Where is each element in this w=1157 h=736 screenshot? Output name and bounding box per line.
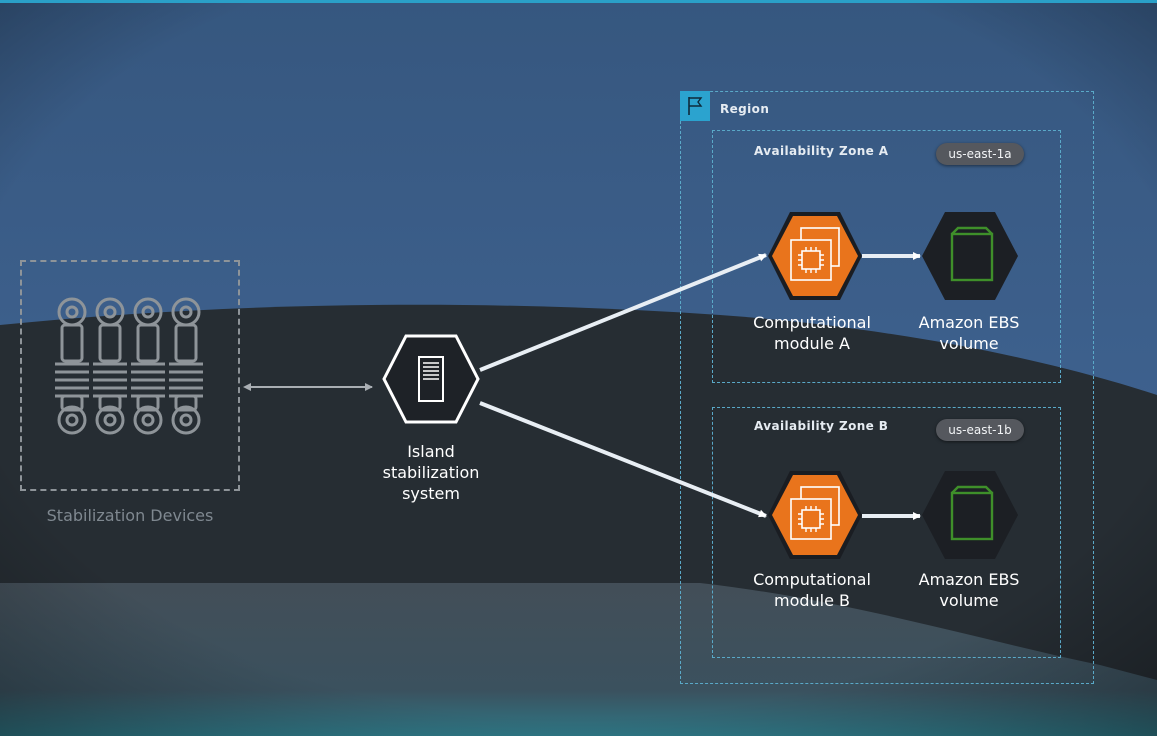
ebs-volume-icon — [922, 212, 1018, 300]
stabilizer-devices-icon — [55, 297, 205, 435]
stabilization-devices-label: Stabilization Devices — [46, 506, 214, 525]
zone-b-badge: us-east-1b — [936, 419, 1024, 441]
module-b-label: Computational module B — [753, 570, 871, 610]
system-label: Island stabilization system — [382, 442, 480, 503]
region-boundary — [680, 91, 1094, 684]
region-title: Region — [720, 102, 770, 116]
stabilization-devices-group — [20, 260, 240, 491]
system-to-module-b-arrow — [479, 401, 767, 518]
system-to-module-a-arrow — [479, 253, 767, 372]
zone-a-title: Availability Zone A — [754, 144, 889, 158]
zone-b-title: Availability Zone B — [754, 419, 889, 433]
ebs-a-label: Amazon EBS volume — [918, 313, 1020, 353]
module-a-label: Computational module A — [753, 313, 871, 353]
ebs-volume-icon — [922, 471, 1018, 559]
availability-zone-b — [712, 407, 1061, 658]
region-flag-icon — [680, 91, 710, 121]
availability-zone-a — [712, 130, 1061, 383]
ec2-chip-icon — [768, 212, 862, 300]
server-icon — [382, 334, 480, 424]
ebs-b-label: Amazon EBS volume — [918, 570, 1020, 610]
ec2-chip-icon — [768, 471, 862, 559]
zone-a-badge: us-east-1a — [936, 143, 1024, 165]
